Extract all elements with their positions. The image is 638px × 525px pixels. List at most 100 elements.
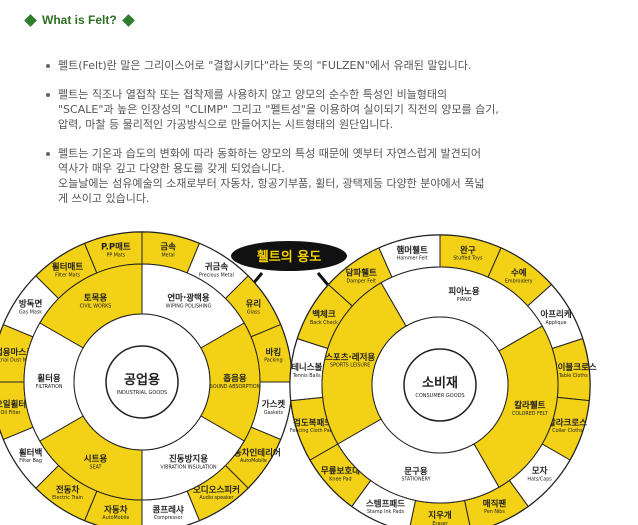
outer-segment-en-label: Filter Bag bbox=[19, 458, 42, 464]
outer-segment-label: 아프리케 bbox=[540, 309, 571, 320]
outer-segment-en-label: Table Cloths bbox=[558, 373, 588, 379]
inner-segment-label: 휠터용 bbox=[37, 373, 61, 384]
inner-segment-label: 진동방지용 bbox=[169, 454, 208, 465]
outer-segment-label: 바킹 bbox=[266, 347, 282, 358]
outer-segment-label: 테이블크로스 bbox=[550, 362, 597, 373]
outer-segment-en-label: Stamp Ink Pads bbox=[367, 509, 405, 515]
outer-segment-en-label: Tennis Balls bbox=[292, 373, 321, 379]
outer-segment-en-label: Applique bbox=[546, 320, 567, 326]
outer-segment-label: 완구 bbox=[460, 245, 476, 256]
outer-segment-label: 유리 bbox=[246, 299, 262, 310]
description-list: 펠트(Felt)란 말은 그리이스어로 "결합시키다"라는 뜻의 "FULZEN… bbox=[46, 58, 626, 220]
inner-segment-en-label: STATIONERY bbox=[401, 477, 430, 483]
outer-segment-en-label: AutoMobile bbox=[102, 515, 129, 521]
outer-segment-en-label: Packing bbox=[264, 358, 282, 364]
outer-segment-en-label: Oil Filter bbox=[1, 410, 21, 416]
outer-segment-en-label: Gaskets bbox=[264, 410, 284, 416]
outer-segment-label: 오일휠터 bbox=[0, 399, 26, 410]
outer-segment-label: 칼라크로스 bbox=[548, 417, 587, 428]
inner-segment-en-label: SPORTS LEISURE bbox=[330, 363, 370, 369]
outer-segment-en-label: Glass bbox=[247, 309, 260, 315]
page-title: What is Felt? bbox=[42, 13, 117, 27]
inner-segment-en-label: FILTRATION bbox=[36, 384, 63, 390]
inner-segment-label: 스포츠·레저용 bbox=[325, 352, 375, 363]
outer-segment-en-label: Compressor bbox=[154, 515, 183, 521]
outer-segment-label: 오디오스피커 bbox=[193, 484, 240, 495]
outer-segment-label: 산업용마스크 bbox=[0, 347, 34, 358]
wheel-center-title: 공업용 bbox=[124, 372, 160, 388]
outer-segment-en-label: Stuffed Toys bbox=[453, 256, 483, 262]
wheel-center-subtitle: CONSUMER GOODS bbox=[415, 393, 464, 399]
list-item-line: 역사가 매우 깊고 다양한 용도를 갖게 되었습니다. bbox=[58, 162, 285, 175]
outer-segment-label: 전동차 bbox=[56, 484, 80, 495]
outer-segment-label: 가스켓 bbox=[262, 399, 286, 410]
outer-segment-label: 수예 bbox=[511, 268, 527, 279]
outer-segment-label: 콤프레샤 bbox=[153, 504, 184, 515]
outer-segment-label: 백체크 bbox=[312, 309, 336, 320]
list-item-line: 게 쓰이고 있습니다. bbox=[58, 192, 150, 205]
outer-segment-en-label: Back Check bbox=[310, 320, 338, 326]
outer-segment-label: 자동차 bbox=[104, 504, 128, 515]
outer-segment-en-label: Precious Metal bbox=[199, 272, 234, 278]
inner-segment-label: 칼라휄트 bbox=[514, 400, 545, 411]
outer-segment-en-label: Collar Cloths bbox=[552, 428, 583, 434]
outer-segment-label: 휠터매트 bbox=[52, 262, 83, 273]
outer-segment-en-label: Audio speaker bbox=[199, 495, 233, 501]
wheel-center bbox=[105, 345, 179, 419]
inner-segment-en-label: COLORED FELT bbox=[512, 411, 548, 417]
bullet-dot-icon bbox=[46, 64, 50, 68]
inner-segment-label: 문구용 bbox=[404, 466, 428, 477]
outer-segment-en-label: Damper Felt bbox=[347, 278, 377, 284]
outer-segment-label: 자동차인테리어 bbox=[226, 447, 281, 458]
outer-segment-en-label: Hammer Felt bbox=[397, 256, 428, 262]
outer-segment-label: 지우개 bbox=[428, 510, 452, 521]
outer-segment-label: 스템프패드 bbox=[366, 498, 405, 509]
diagram-title: 휄트의 용도 bbox=[257, 249, 321, 265]
list-item-line: 펠트는 직조나 열접착 또는 접착제를 사용하지 않고 양모의 순수한 특성인 … bbox=[58, 88, 448, 101]
inner-segment-label: 흡음용 bbox=[223, 373, 247, 384]
outer-segment-en-label: Knee Pad bbox=[329, 476, 351, 482]
inner-segment-label: 시트용 bbox=[84, 454, 108, 465]
outer-segment-en-label: PP Mats bbox=[106, 252, 125, 258]
title-capsule bbox=[231, 241, 347, 271]
section-header: What is Felt? bbox=[24, 10, 135, 30]
outer-segment-en-label: Electric Train bbox=[52, 495, 83, 501]
diamond-bullet-icon bbox=[24, 13, 37, 27]
outer-segment-label: 테니스볼 bbox=[291, 362, 322, 373]
inner-segment-label: 피아노용 bbox=[448, 286, 479, 297]
outer-segment-label: 모자 bbox=[532, 466, 548, 477]
inner-segment-en-label: SOUND ABSORPTION bbox=[210, 384, 261, 390]
list-item: 펠트는 기온과 습도의 변화에 따라 동화하는 양모의 특성 때문에 옛부터 자… bbox=[46, 146, 626, 206]
list-item-line: "SCALE"과 높은 인장성의 "CLIMP" 그리고 "펠트성"을 이용하여… bbox=[58, 103, 499, 116]
list-item-line: 압력, 마찰 등 물리적인 가공방식으로 만들어지는 시트형태의 원단입니다. bbox=[58, 118, 394, 131]
outer-segment-label: 매직팬 bbox=[483, 498, 507, 509]
list-item-line: 오늘날에는 섬유예술의 소재로부터 자동차, 항공기부품, 휠터, 광택제등 다… bbox=[58, 177, 485, 190]
inner-segment-label: 연마·광택용 bbox=[167, 292, 210, 303]
wheel-center-subtitle: INDUSTRIAL GOODS bbox=[117, 390, 167, 396]
outer-segment-label: 햄머휄트 bbox=[396, 245, 427, 256]
diamond-bullet-icon bbox=[121, 13, 135, 27]
outer-segment-label: 무릎보호대 bbox=[321, 466, 360, 477]
outer-segment-label: 담파휄트 bbox=[346, 268, 377, 279]
bullet-dot-icon bbox=[46, 93, 50, 97]
inner-segment-en-label: SEAT bbox=[90, 464, 102, 470]
outer-segment-en-label: Industrial Dust Mask bbox=[0, 358, 35, 364]
outer-segment-label: 방독면 bbox=[19, 299, 43, 310]
inner-segment-label: 토목용 bbox=[84, 292, 108, 303]
list-item-line: 펠트는 기온과 습도의 변화에 따라 동화하는 양모의 특성 때문에 옛부터 자… bbox=[58, 147, 482, 160]
outer-segment-label: 귀금속 bbox=[205, 262, 229, 273]
outer-segment-label: 휠터백 bbox=[19, 447, 43, 458]
outer-segment-en-label: Eraser bbox=[432, 521, 447, 525]
inner-segment-en-label: WIPING POLISHING bbox=[166, 303, 212, 309]
outer-segment-en-label: Filter Mats bbox=[55, 272, 80, 278]
outer-segment-en-label: Embroidery bbox=[505, 278, 533, 284]
outer-segment-en-label: Gas Mask bbox=[19, 309, 42, 315]
outer-segment-label: 검도복패드 bbox=[293, 417, 332, 428]
inner-segment-en-label: VIBRATION INSULATION bbox=[160, 464, 217, 470]
wheel-center-title: 소비재 bbox=[422, 376, 458, 391]
outer-segment-label: 금속 bbox=[160, 242, 176, 253]
outer-segment-en-label: Hats/Caps bbox=[527, 476, 552, 482]
outer-segment-en-label: AutoMobile bbox=[240, 458, 267, 464]
